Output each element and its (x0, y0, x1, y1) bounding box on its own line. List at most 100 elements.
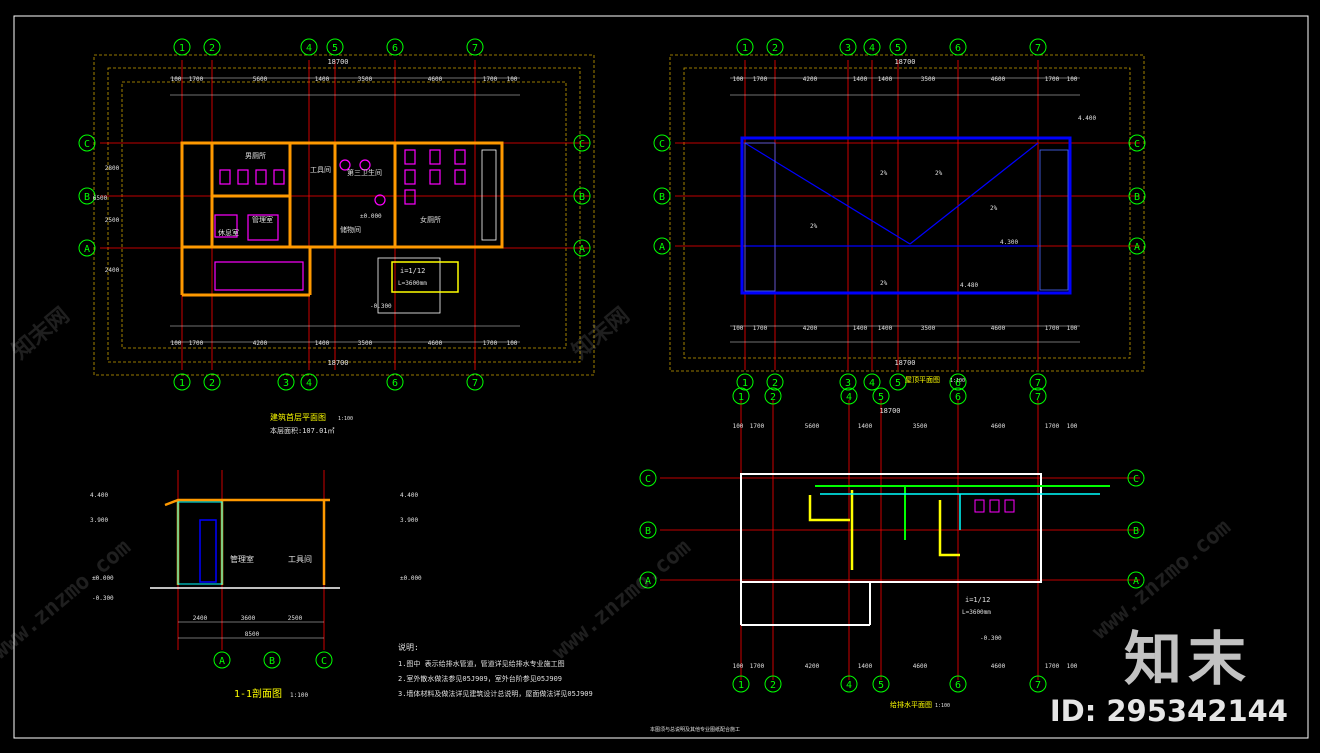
axis-bubble-bottom: 2 (203, 373, 221, 391)
axis-bubble-right: A (573, 239, 591, 257)
dimension-value: 1700 (753, 325, 768, 332)
axis-bubble-right: A (1127, 571, 1145, 589)
axis-bubble-bottom: 1 (736, 373, 754, 391)
axis-label: 2 (772, 43, 778, 54)
dimension-value: 1400 (858, 423, 873, 430)
room-label-storage: 储物间 (340, 225, 361, 234)
room-label-tool: 工具间 (310, 166, 331, 174)
dimension-value: 1400 (878, 76, 893, 83)
roof-plan (669, 54, 1145, 372)
dimension-value: 3500 (358, 340, 373, 347)
ramp-slope: i=1/12 (400, 267, 425, 275)
axis-label: 6 (955, 43, 961, 54)
notes-line: 2.室外散水做法参见05J909，室外台阶参见05J909 (398, 674, 562, 683)
axis-bubble-right: C (573, 134, 591, 152)
dimension-value: 1700 (750, 663, 765, 670)
axis-label: 7 (1035, 392, 1041, 403)
axis-bubble-bottom: B (263, 651, 281, 669)
overall-dimension: 18700 (894, 58, 915, 66)
notes-line: 1.图中 表示给排水管道，管道详见给排水专业施工图 (398, 659, 565, 668)
section-room: 管理室 (230, 554, 254, 564)
axis-bubble-top: 3 (839, 38, 857, 56)
axis-label: C (321, 656, 327, 667)
axis-bubble-bottom: 2 (764, 675, 782, 693)
watermark-id: ID: 295342144 (1049, 694, 1288, 728)
axis-label: 1 (179, 378, 185, 389)
axis-label: 5 (895, 378, 901, 389)
axis-bubble-right: B (1128, 187, 1146, 205)
dimension-value: 1700 (750, 423, 765, 430)
dimension-value: 100 (733, 423, 744, 430)
plan-title: 屋顶平面图 (905, 376, 940, 384)
dimension-value: 4600 (428, 76, 443, 83)
axis-bubble-bottom: C (315, 651, 333, 669)
axis-label: 1 (179, 43, 185, 54)
section-level: ±0.000 (92, 575, 114, 582)
dimension-value: 3500 (921, 325, 936, 332)
dimension-value: 100 (733, 663, 744, 670)
section-level: 3.900 (90, 517, 108, 524)
axis-bubble-left: B (78, 187, 96, 205)
ramp-length: L=3600mm (398, 280, 427, 287)
dimension-value: 100 (1067, 325, 1078, 332)
dimension-value: 1700 (189, 340, 204, 347)
plan-scale: 1:100 (338, 416, 353, 422)
dimension-value: 1700 (189, 76, 204, 83)
axis-label: 2 (770, 680, 776, 691)
axis-bubble-bottom: 7 (1029, 675, 1047, 693)
dimension-value: 1700 (483, 76, 498, 83)
axis-bubble-bottom: 4 (300, 373, 318, 391)
dimension-value: 1400 (853, 76, 868, 83)
axis-label: 2 (209, 43, 215, 54)
axis-label: 4 (846, 392, 852, 403)
axis-bubble-bottom: 7 (1029, 373, 1047, 391)
room-label-women: 女厕所 (420, 215, 441, 224)
axis-bubble-bottom: 3 (277, 373, 295, 391)
plan-title: 给排水平面图 (890, 700, 932, 709)
dimension-value: 4200 (805, 663, 820, 670)
axis-bubble-top: 7 (1029, 38, 1047, 56)
axis-bubble-left: A (653, 237, 671, 255)
dimension-value: 4600 (991, 423, 1006, 430)
axis-label: 7 (472, 43, 478, 54)
ramp-length: L=3600mm (962, 609, 991, 616)
axis-label: B (1133, 526, 1139, 537)
axis-label: 4 (306, 378, 312, 389)
section-1-1 (150, 470, 340, 650)
section-level: ±0.000 (400, 575, 422, 582)
axis-label: A (645, 576, 651, 587)
axis-label: 6 (392, 43, 398, 54)
dimension-value: 3500 (358, 76, 373, 83)
axis-label: C (579, 139, 585, 150)
overall-dimension: 18700 (879, 407, 900, 415)
axis-bubble-left: B (639, 521, 657, 539)
roof-slope: 2% (990, 205, 998, 212)
axis-label: 5 (895, 43, 901, 54)
dimension-value: 4200 (803, 325, 818, 332)
overall-dimension: 18700 (327, 359, 348, 367)
axis-label: B (579, 192, 585, 203)
axis-label: 3 (845, 378, 851, 389)
axis-bubble-left: A (639, 571, 657, 589)
watermark-logo: 知末 (1123, 625, 1252, 693)
axis-bubble-top: 5 (872, 387, 890, 405)
dimension-value: 100 (1067, 76, 1078, 83)
watermark-brand: 知末网 (7, 302, 74, 364)
axis-label: C (645, 474, 651, 485)
axis-bubble-top: 6 (949, 38, 967, 56)
axis-bubble-bottom: 4 (863, 373, 881, 391)
axis-label: 5 (878, 680, 884, 691)
axis-bubble-top: 5 (889, 38, 907, 56)
axis-label: 4 (869, 378, 875, 389)
axis-bubble-left: C (78, 134, 96, 152)
axis-label: A (1134, 242, 1140, 253)
dimension-value: 3500 (913, 423, 928, 430)
section-level: -0.300 (92, 595, 114, 602)
section-level: 3.900 (400, 517, 418, 524)
room-label-lounge: 休息室 (218, 228, 239, 237)
dimension-value: 1700 (1045, 325, 1060, 332)
section-level: 4.400 (90, 492, 108, 499)
section-dimension: 2400 (193, 615, 208, 622)
axis-label: C (1133, 474, 1139, 485)
